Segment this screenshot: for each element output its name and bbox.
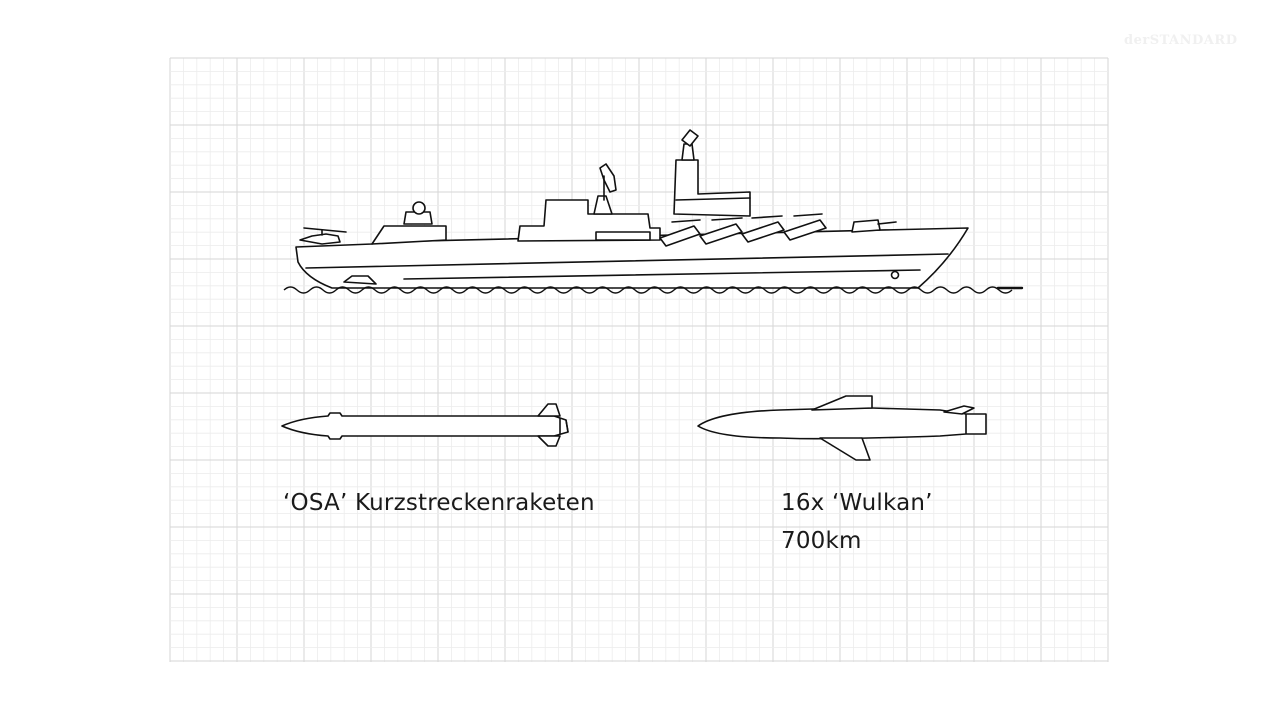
osa-missile-fin-bottom bbox=[537, 435, 561, 447]
bridge-block bbox=[595, 231, 651, 241]
wulkan-range-label: 700km bbox=[781, 528, 862, 554]
funnel-antenna bbox=[681, 129, 699, 147]
radar-antenna bbox=[599, 163, 617, 193]
helicopter bbox=[299, 233, 341, 245]
graph-paper-grid bbox=[169, 57, 1109, 662]
hull-stripe bbox=[305, 253, 949, 269]
hull-stripe-lower bbox=[403, 269, 921, 280]
mast-platform bbox=[403, 211, 433, 225]
forward-funnel bbox=[673, 159, 751, 217]
osa-missile-label: ‘OSA’ Kurzstreckenraketen bbox=[283, 490, 595, 516]
funnel-mast bbox=[681, 143, 695, 161]
wulkan-missile-body bbox=[697, 407, 987, 440]
stern-radar-dome bbox=[412, 201, 426, 215]
wulkan-missile-label: 16x ‘Wulkan’ bbox=[781, 490, 933, 516]
osa-missile-body bbox=[281, 412, 569, 440]
stern-hangar bbox=[371, 225, 447, 245]
forward-gun bbox=[851, 219, 881, 233]
sea-waveline bbox=[283, 286, 1013, 294]
publisher-watermark: derSTANDARD bbox=[1124, 33, 1238, 48]
wulkan-missile-tail-fin bbox=[943, 405, 975, 415]
osa-missile-drawing bbox=[281, 403, 569, 447]
wulkan-missile-wing-top bbox=[811, 395, 873, 411]
ship-hull bbox=[295, 227, 969, 289]
main-superstructure bbox=[517, 199, 661, 242]
warship-drawing bbox=[295, 129, 969, 289]
wulkan-missile-drawing bbox=[697, 395, 987, 461]
radar-mast bbox=[593, 195, 613, 215]
anchor-hawse bbox=[890, 270, 900, 280]
osa-missile-fin-top bbox=[537, 403, 561, 417]
sonar-dome bbox=[343, 275, 377, 285]
launcher-tubes bbox=[659, 213, 827, 247]
wulkan-missile-wing-bottom bbox=[819, 437, 871, 461]
